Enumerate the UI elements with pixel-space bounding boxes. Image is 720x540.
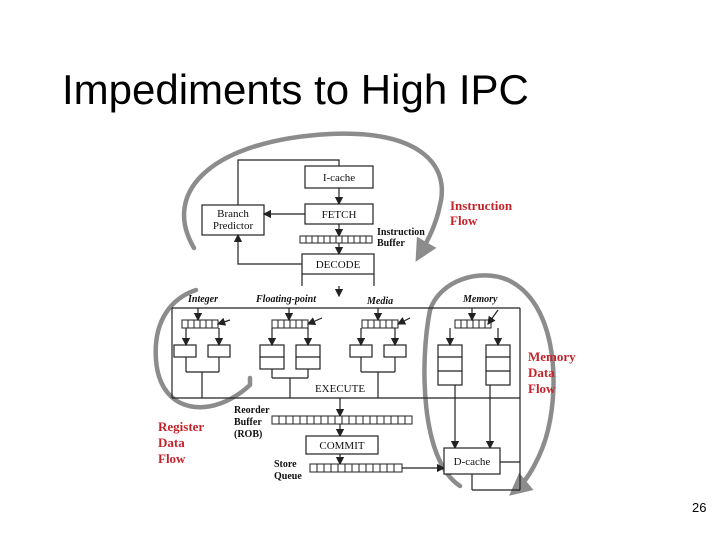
dcache-box <box>443 447 501 475</box>
reorder-buffer <box>271 415 413 425</box>
reorder-buffer-label-line1: Reorder <box>234 405 270 416</box>
reorder-buffer-label-line2: Buffer <box>234 417 262 428</box>
memory-flow-arc <box>422 273 556 496</box>
page-number: 26 <box>692 500 707 515</box>
memory-flow-label-line3: Flow <box>528 381 556 396</box>
instruction-flow-label-line1: Instruction <box>450 198 513 213</box>
reorder-buffer-label-line3: (ROB) <box>234 429 262 440</box>
store-queue-label-line1: Store <box>274 459 297 470</box>
commit-label: COMMIT <box>319 440 365 452</box>
unit-memory-label: Memory <box>462 294 498 305</box>
unit-integer-label: Integer <box>187 294 218 305</box>
memory-unit <box>437 308 511 450</box>
memory-flow-label-line2: Data <box>528 365 555 380</box>
fetch-label: FETCH <box>322 209 357 221</box>
instruction-buffer-label-line1: Instruction <box>377 227 425 238</box>
execute-label: EXECUTE <box>315 383 365 395</box>
integer-unit <box>173 308 231 398</box>
slide-title: Impediments to High IPC <box>62 66 529 113</box>
register-flow-arc <box>153 287 253 410</box>
store-queue <box>309 463 403 473</box>
unit-floating-point-label: Floating-point <box>255 294 317 305</box>
memory-flow-label-line1: Memory <box>528 349 576 364</box>
instruction-flow-arc <box>181 131 445 262</box>
branch-predictor-box <box>201 204 265 236</box>
decode-label: DECODE <box>316 259 361 271</box>
branch-predictor-label-line1: Branch <box>217 208 249 220</box>
branch-predictor-label-line2: Predictor <box>213 220 254 232</box>
media-unit <box>349 308 411 398</box>
register-flow-label-line3: Flow <box>158 451 186 466</box>
register-flow-label-line2: Data <box>158 435 185 450</box>
instruction-buffer-label-line2: Buffer <box>377 238 405 249</box>
register-flow-label-line1: Register <box>158 419 204 434</box>
instruction-flow-label-line2: Flow <box>450 213 478 228</box>
icache-label: I-cache <box>323 172 355 184</box>
dcache-label: D-cache <box>454 456 491 468</box>
commit-box <box>305 435 379 455</box>
unit-media-label: Media <box>366 296 393 307</box>
store-queue-label-line2: Queue <box>274 471 302 482</box>
floating-point-unit <box>259 308 323 398</box>
instruction-buffer <box>299 235 373 244</box>
